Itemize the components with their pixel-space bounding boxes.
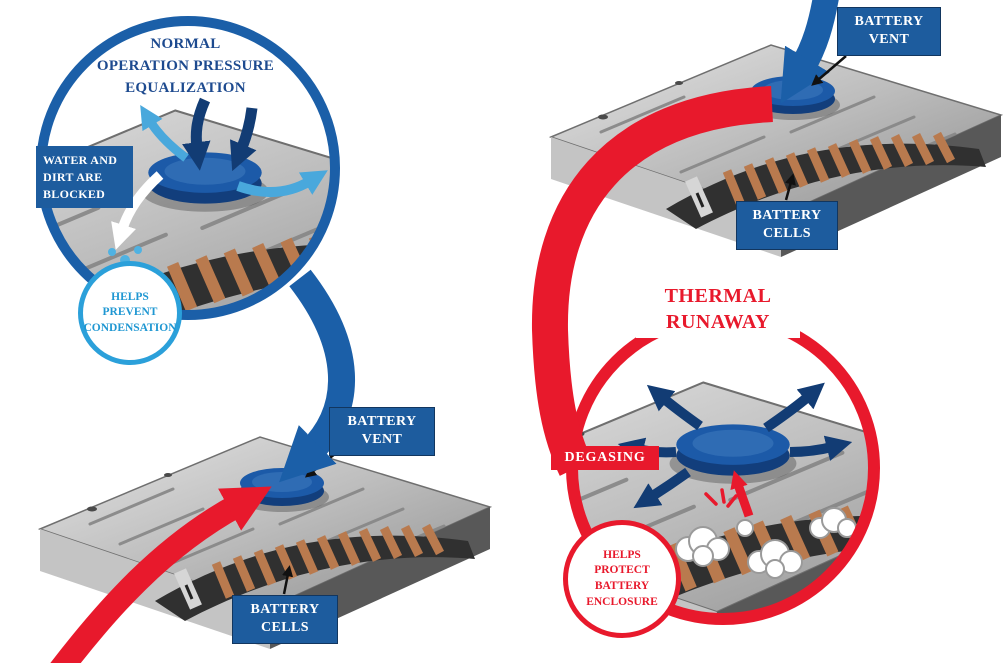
airflow-swoosh-arrow-icon — [279, 269, 356, 483]
pressure-in-arrow-icon — [229, 107, 258, 172]
thermal-runaway-title: THERMAL RUNAWAY — [636, 280, 800, 338]
thermal-swoosh-arrow-icon — [531, 86, 773, 476]
degas-arrow-icon — [633, 467, 691, 509]
thermal-runaway-magnifier — [566, 311, 880, 625]
helps-protect-battery-enclosure-badge: HELPS PROTECT BATTERY ENCLOSURE — [563, 520, 681, 638]
pressure-out-arrow-icon — [236, 170, 328, 197]
degas-arrow-icon — [763, 382, 825, 433]
degas-arrow-icon — [789, 435, 853, 461]
thermal-gas-arrow-icon — [730, 470, 754, 518]
degas-arrow-icon — [646, 384, 703, 431]
cells-pointer-arrow-icon — [282, 565, 294, 595]
normal-operation-magnifier — [36, 16, 340, 320]
airflow-top-arrow-icon — [780, 0, 839, 104]
water-blocked-arrow-icon — [111, 171, 164, 250]
battery-cells-label-right: BATTERY CELLS — [736, 201, 838, 250]
vent-pointer-arrow-icon — [811, 55, 847, 86]
degasing-label: DEGASING — [551, 446, 659, 470]
spark-icon — [704, 488, 738, 508]
normal-operation-title: NORMAL OPERATION PRESSURE EQUALIZATION — [96, 36, 275, 96]
smoke-clouds-icon — [675, 507, 857, 579]
pressure-out-arrow-icon — [140, 105, 189, 162]
water-dirt-blocked-label: WATER AND DIRT ARE BLOCKED — [36, 146, 133, 209]
battery-vent-label-left: BATTERY VENT — [329, 407, 435, 456]
cells-pointer-arrow-icon — [784, 173, 796, 201]
pressure-in-arrow-icon — [182, 97, 211, 171]
battery-cells-label-left: BATTERY CELLS — [232, 595, 338, 644]
intake-arrow-icon — [50, 486, 272, 663]
battery-vent-label-right: BATTERY VENT — [837, 7, 941, 56]
helps-prevent-condensation-badge: HELPS PREVENT CONDENSATION — [78, 261, 182, 365]
